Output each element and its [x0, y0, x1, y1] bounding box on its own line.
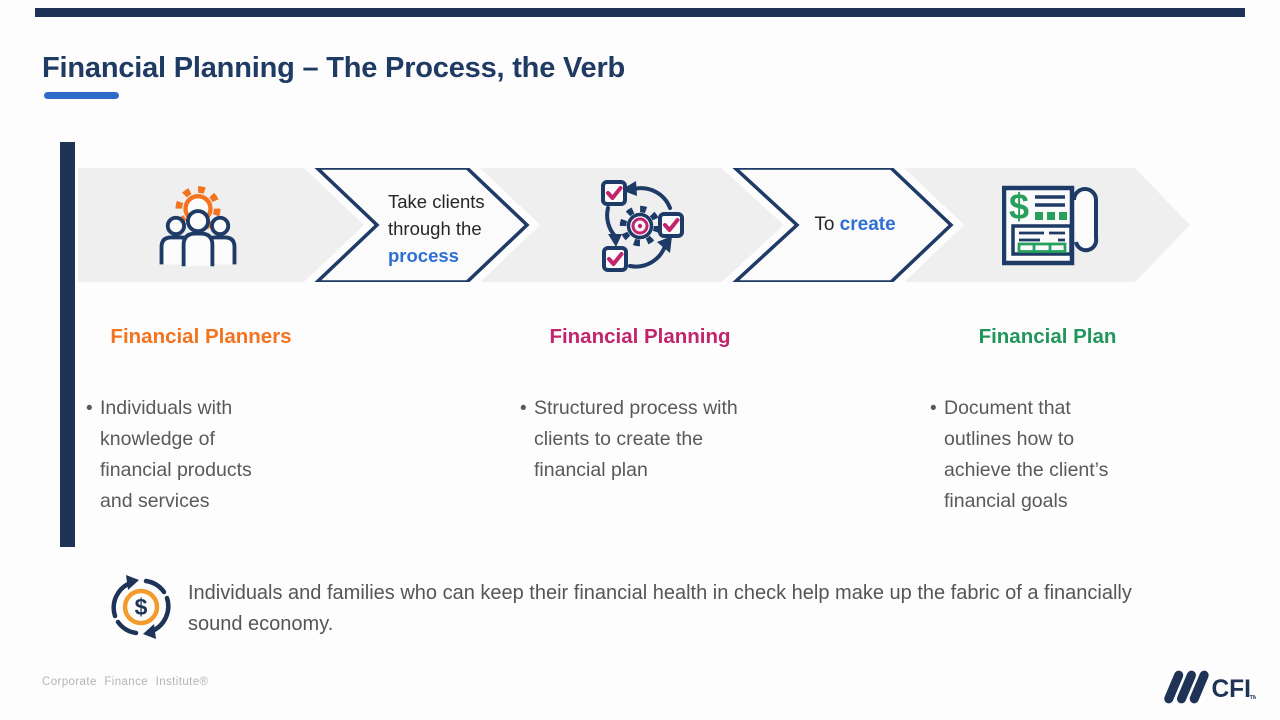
chevron-1-line1: Take clients	[388, 191, 485, 212]
column-heading: Financial Planners	[110, 325, 292, 348]
list-item: Document that outlines how to achieve th…	[930, 393, 1165, 517]
bullet-text: Structured process with clients to creat…	[534, 397, 738, 481]
bullet-icon	[930, 393, 944, 517]
financial-planning-process-icon	[601, 180, 684, 272]
cfi-logo-bars-icon	[1164, 670, 1209, 704]
list-item: Individuals with knowledge of financial …	[86, 393, 316, 517]
chevron-1-label: Take clients through the process	[388, 188, 485, 269]
chevron-1-highlight: process	[388, 245, 459, 266]
chevron-2	[732, 168, 954, 282]
cycle-arrow-left	[605, 206, 617, 238]
column-heading: Financial Planning	[549, 325, 731, 348]
gear-teeth	[175, 186, 221, 232]
checkbox-right	[658, 212, 684, 238]
chevron-2-label: To create	[780, 214, 930, 236]
bullet-icon	[86, 393, 100, 517]
chevron-1	[314, 168, 530, 282]
cfi-logo-tm: TM	[1250, 695, 1256, 701]
column-financial-planners: Financial Planners Individuals with know…	[86, 325, 316, 517]
column-financial-plan: Financial Plan Document that outlines ho…	[930, 325, 1165, 517]
bullet-text: Individuals with knowledge of financial …	[100, 397, 252, 512]
title-underline	[44, 92, 119, 99]
footer-company-name: Corporate Finance Institute®	[42, 676, 209, 688]
cfi-logo: CFI TM	[1164, 670, 1256, 704]
chevron-2-highlight: create	[839, 214, 896, 235]
chevron-1-line2: through the	[388, 218, 482, 239]
cycle-arrow-top	[632, 186, 672, 210]
chevron-2-prefix: To	[814, 214, 840, 235]
summary-note: Individuals and families who can keep th…	[188, 582, 1132, 635]
page-title: Financial Planning – The Process, the Ve…	[42, 52, 626, 84]
cycle-arrow-bottom	[628, 244, 667, 269]
scroll-curl	[1072, 187, 1099, 253]
checkbox-bottom	[602, 246, 628, 272]
left-accent-bar	[60, 142, 75, 547]
bullet-icon	[520, 393, 534, 486]
checkbox-top	[601, 180, 627, 206]
list-item: Structured process with clients to creat…	[520, 393, 760, 486]
svg-text:$: $	[1009, 186, 1029, 227]
top-accent-bar	[35, 8, 1245, 17]
cfi-logo-text: CFI	[1211, 676, 1251, 703]
financial-plan-document-icon: $	[1002, 185, 1099, 266]
economy-cycle-icon: $	[111, 575, 171, 639]
financial-planners-icon	[159, 186, 237, 267]
svg-text:$: $	[135, 594, 148, 620]
column-heading: Financial Plan	[978, 325, 1117, 348]
bullet-text: Document that outlines how to achieve th…	[944, 397, 1109, 512]
column-financial-planning: Financial Planning Structured process wi…	[520, 325, 760, 486]
